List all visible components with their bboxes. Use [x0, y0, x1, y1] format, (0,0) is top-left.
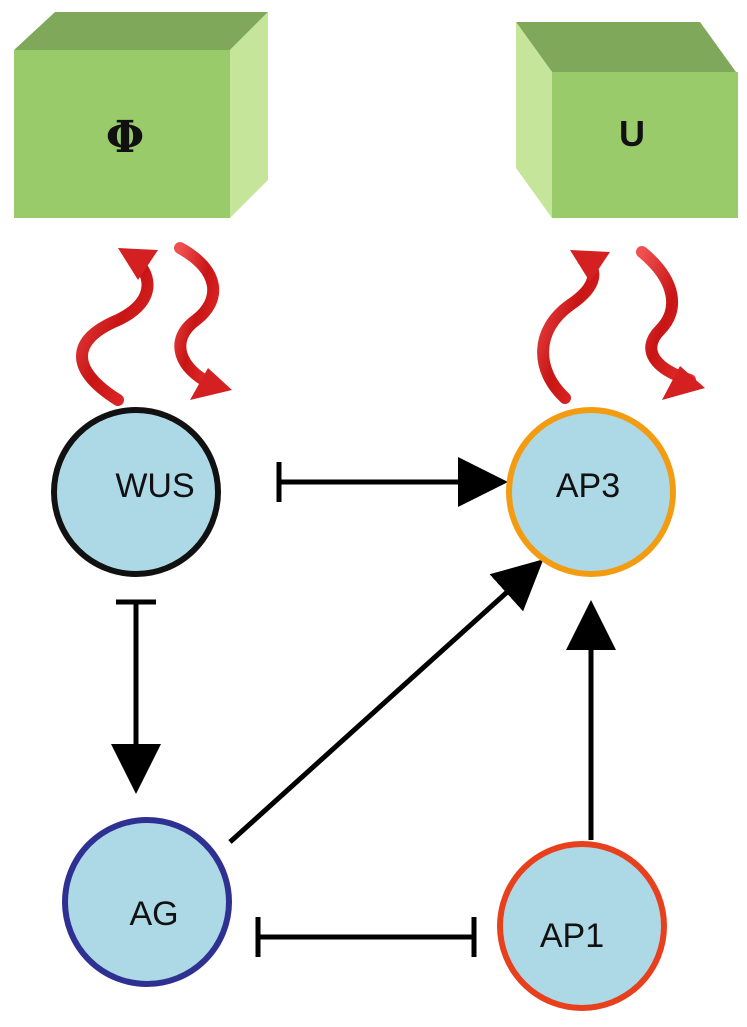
feedback-arrow-up-icon — [537, 256, 600, 404]
edge-wus-ag — [111, 599, 161, 794]
u-feedback-arrows — [537, 246, 705, 404]
phi-box-top — [14, 12, 268, 50]
u-box: U — [516, 22, 738, 218]
phi-box-label: Φ — [106, 112, 144, 163]
node-ag: AG — [62, 817, 232, 987]
edge-ag-ap3 — [228, 559, 544, 844]
feedback-arrowhead-down-icon — [190, 368, 232, 400]
phi-feedback-arrows — [76, 242, 232, 406]
feedback-arrowhead-down-icon — [662, 366, 705, 400]
feedback-arrowhead-up-icon — [118, 248, 158, 280]
u-box-top — [516, 22, 736, 72]
feedback-arrowhead-up-icon — [570, 250, 610, 282]
u-box-label: U — [619, 113, 645, 154]
feedback-arrow-down-icon — [174, 242, 220, 390]
u-box-front — [552, 72, 738, 218]
node-wus-label: WUS — [115, 467, 194, 505]
node-ag-label: AG — [129, 895, 178, 933]
edges — [111, 457, 616, 957]
node-ap1: AP1 — [497, 841, 667, 1011]
edge-wus-ap3 — [276, 457, 508, 507]
phi-box-front — [14, 50, 230, 218]
u-box-side — [516, 22, 552, 218]
node-ap3-label: AP3 — [556, 467, 620, 505]
edge-ag-ap1 — [255, 917, 477, 957]
phi-box: Φ — [14, 12, 268, 218]
node-wus: WUS — [51, 407, 221, 577]
node-ap1-label: AP1 — [540, 917, 604, 955]
phi-box-side — [230, 12, 268, 218]
node-ap3: AP3 — [506, 407, 676, 577]
feedback-arrow-down-icon — [636, 246, 696, 386]
feedback-arrow-up-icon — [76, 252, 154, 406]
